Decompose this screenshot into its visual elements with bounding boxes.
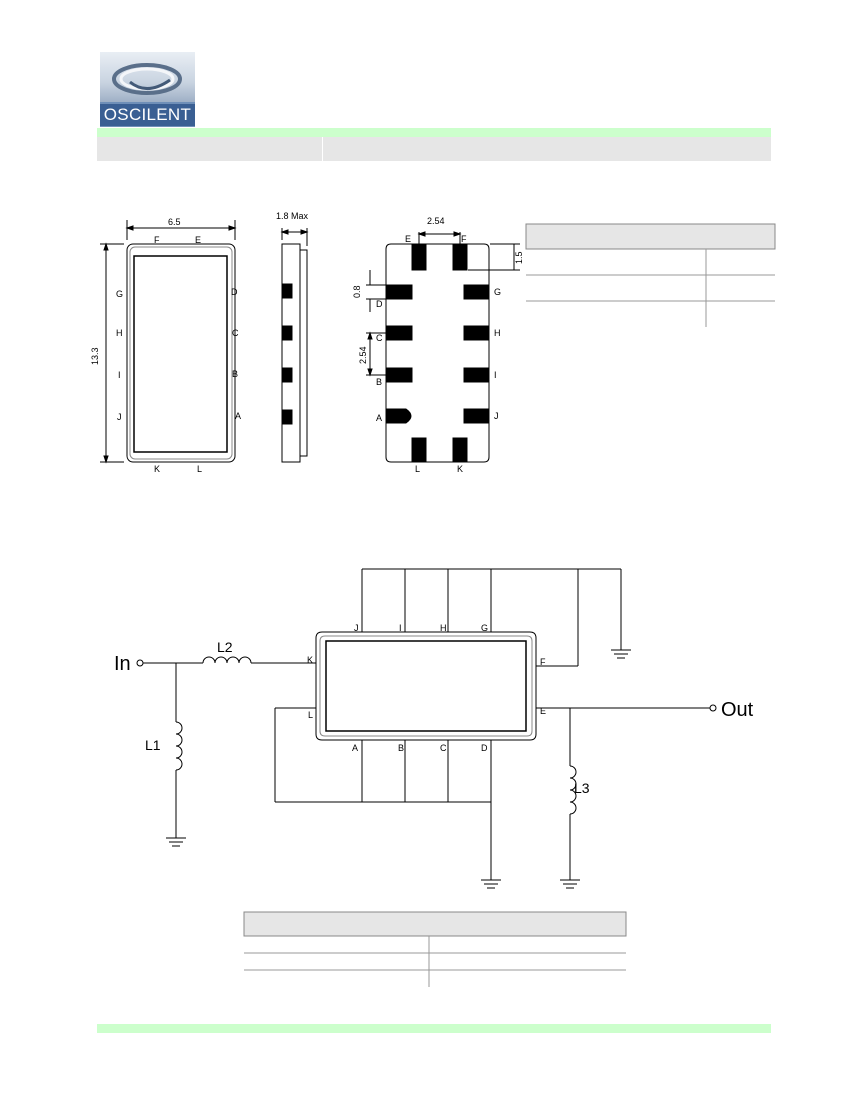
inductor-l1-label: L1 (145, 737, 161, 753)
header-grey-bar (97, 137, 771, 161)
header-green-bar (97, 128, 771, 137)
front-pin-c: C (232, 328, 239, 338)
side-view (280, 228, 309, 463)
bottom-pin-i: I (494, 370, 497, 380)
sch-pin-g: G (481, 623, 488, 633)
logo-text: OSCILENT (100, 104, 195, 126)
bottom-pin-h: H (494, 328, 501, 338)
bottom-pin-g: G (494, 287, 501, 297)
bottom-pin-l: L (415, 464, 420, 474)
front-pin-b: B (232, 369, 238, 379)
bottom-pin-e: E (405, 234, 411, 244)
header-divider (322, 137, 323, 161)
pin-table (525, 223, 776, 327)
sch-pin-i: I (399, 623, 402, 633)
sch-pin-e: E (540, 706, 546, 716)
sch-pin-k: K (307, 655, 313, 665)
front-pin-j: J (117, 412, 122, 422)
sch-pin-h: H (440, 623, 447, 633)
bottom-view (366, 231, 520, 463)
front-pin-l: L (197, 464, 202, 474)
bottom-pin-d: D (376, 299, 383, 309)
sch-pin-l: L (308, 710, 313, 720)
logo-emblem (100, 52, 195, 102)
schematic (136, 568, 717, 889)
sch-pin-j: J (354, 623, 359, 633)
front-pin-d: D (231, 287, 238, 297)
bottom-pin-a: A (376, 413, 382, 423)
bottom-pin-c: C (376, 333, 383, 343)
front-pin-k: K (154, 464, 160, 474)
front-pin-f: F (154, 235, 160, 245)
dim-height: 13.3 (90, 347, 100, 365)
front-view (100, 220, 237, 464)
bottom-table (243, 911, 627, 987)
front-pin-h: H (116, 328, 123, 338)
front-pin-i: I (118, 370, 121, 380)
bottom-pin-j: J (494, 411, 499, 421)
dim-thickness: 1.8 Max (276, 211, 309, 221)
input-label: In (114, 653, 131, 675)
front-pin-g: G (116, 289, 123, 299)
dim-offset: 1.5 (514, 251, 524, 264)
sch-pin-d: D (481, 743, 488, 753)
bottom-pin-f: F (461, 234, 467, 244)
output-label: Out (721, 699, 754, 721)
inductor-l2-label: L2 (217, 639, 233, 655)
dim-width: 6.5 (168, 217, 181, 227)
dim-pad-gap: 0.8 (352, 285, 362, 298)
bottom-pin-k: K (457, 464, 463, 474)
dim-pitch-side: 2.54 (358, 346, 368, 364)
sch-pin-a: A (352, 743, 358, 753)
bottom-pin-b: B (376, 377, 382, 387)
sch-pin-f: F (540, 657, 546, 667)
inductor-l3-label: L3 (574, 780, 590, 796)
front-pin-a: A (235, 411, 241, 421)
dim-pitch-top: 2.54 (427, 216, 445, 226)
footer-green-bar (97, 1024, 771, 1033)
sch-pin-c: C (440, 743, 447, 753)
front-pin-e: E (195, 235, 201, 245)
sch-pin-b: B (398, 743, 404, 753)
